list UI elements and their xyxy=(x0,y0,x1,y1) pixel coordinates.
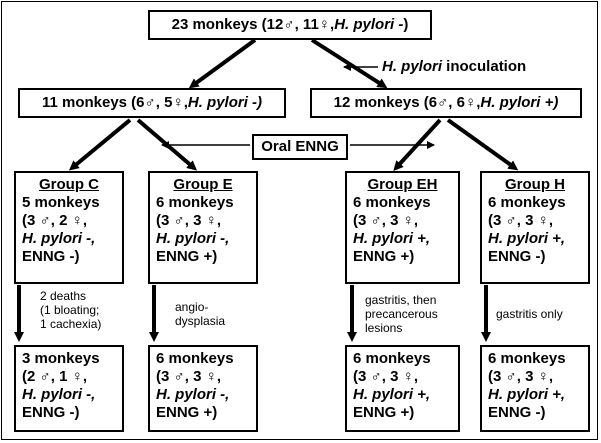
top-box: 23 monkeys (12 ♂, 11 ♀, H. pylori -) xyxy=(148,10,432,40)
top-count: 23 monkeys (12 xyxy=(171,16,284,33)
arrow-top-left xyxy=(188,38,257,89)
left-parent-box: 11 monkeys (6 ♂, 5 ♀, H. pylori -) xyxy=(18,88,286,118)
group-sex: (3 ♂, 2 ♀, xyxy=(22,212,88,229)
group-e-box: Group E 6 monkeys (3 ♂, 3 ♀, H. pylori -… xyxy=(148,171,258,284)
arrow-left-to-e xyxy=(136,118,198,171)
final-e-box: 6 monkeys (3 ♂, 3 ♀, H. pylori -, ENNG +… xyxy=(148,345,258,432)
group-title: Group E xyxy=(173,176,233,193)
group-hp: H. pylori +, xyxy=(353,230,431,247)
top-sep: , 11 xyxy=(294,16,319,33)
female-symbol: ♀ xyxy=(464,94,477,111)
outcome-line: 2 deaths xyxy=(40,289,87,303)
outcome-line: 1 cachexia) xyxy=(40,317,102,331)
final-hp: H. pylori +, xyxy=(488,386,566,403)
outcome-line: angio- xyxy=(175,300,209,314)
group-h-box: Group H 6 monkeys (3 ♂, 3 ♀, H. pylori +… xyxy=(480,171,590,284)
male-symbol: ♂ xyxy=(144,94,156,111)
inoculation-label: H. pylori inoculation xyxy=(382,58,526,75)
group-enng: ENNG -) xyxy=(22,248,80,265)
outcome-eh: gastritis, then precancerous lesions xyxy=(365,293,438,335)
left-parent-comma: , xyxy=(183,94,188,111)
final-enng: ENNG +) xyxy=(156,404,218,421)
group-hp: H. pylori -, xyxy=(22,230,96,247)
inoculation-text: inoculation xyxy=(442,58,527,75)
left-parent-count: 11 monkeys (6 xyxy=(41,94,145,111)
right-parent-count: 12 monkeys (6 xyxy=(333,94,438,111)
final-hp: H. pylori -, xyxy=(156,386,230,403)
outcome-line: lesions xyxy=(365,321,403,335)
group-title: Group EH xyxy=(367,176,438,193)
final-c-box: 3 monkeys (2 ♂, 1 ♀, H. pylori -, ENNG -… xyxy=(14,345,124,432)
group-enng: ENNG -) xyxy=(488,248,546,265)
top-comma: , xyxy=(330,16,335,33)
final-sex: (3 ♂, 3 ♀, xyxy=(156,368,222,385)
right-parent-box: 12 monkeys (6 ♂, 6 ♀, H. pylori +) xyxy=(310,88,582,118)
male-symbol: ♂ xyxy=(283,16,295,33)
group-hp: H. pylori +, xyxy=(488,230,566,247)
final-enng: ENNG -) xyxy=(488,404,546,421)
outcome-line: gastritis only xyxy=(496,307,563,321)
outcome-line: precancerous xyxy=(365,307,438,321)
outcome-line: (1 bloating; xyxy=(40,303,100,317)
final-count: 3 monkeys xyxy=(22,350,100,367)
group-hp: H. pylori -, xyxy=(156,230,230,247)
left-parent-hp: H. pylori -) xyxy=(187,94,263,111)
group-count: 6 monkeys xyxy=(353,194,431,211)
group-count: 6 monkeys xyxy=(488,194,566,211)
arrow-left-to-c xyxy=(68,118,132,171)
right-parent-comma: , xyxy=(476,94,481,111)
female-symbol: ♀ xyxy=(318,16,331,33)
group-title: Group C xyxy=(39,176,99,193)
right-parent-hp: H. pylori +) xyxy=(480,94,559,111)
final-sex: (3 ♂, 3 ♀, xyxy=(353,368,419,385)
left-parent-sep: , 5 xyxy=(155,94,173,111)
oral-enng-label: Oral ENNG xyxy=(261,138,339,155)
group-sex: (3 ♂, 3 ♀, xyxy=(488,212,554,229)
group-title: Group H xyxy=(505,176,565,193)
outcome-h: gastritis only xyxy=(496,307,563,321)
final-count: 6 monkeys xyxy=(353,350,431,367)
top-close: ) xyxy=(403,16,409,33)
final-sex: (2 ♂, 1 ♀, xyxy=(22,368,88,385)
top-hp: H. pylori - xyxy=(334,16,404,33)
group-sex: (3 ♂, 3 ♀, xyxy=(156,212,222,229)
group-count: 6 monkeys xyxy=(156,194,234,211)
final-count: 6 monkeys xyxy=(156,350,234,367)
group-sex: (3 ♂, 3 ♀, xyxy=(353,212,419,229)
oral-enng-box: Oral ENNG xyxy=(252,134,348,160)
female-symbol: ♀ xyxy=(172,94,184,111)
arrow-right-to-h xyxy=(446,118,519,171)
final-hp: H. pylori +, xyxy=(353,386,431,403)
group-c-box: Group C 5 monkeys (3 ♂, 2 ♀, H. pylori -… xyxy=(14,171,124,284)
outcome-c: 2 deaths (1 bloating; 1 cachexia) xyxy=(40,289,101,331)
arrow-top-right xyxy=(310,38,388,89)
final-sex: (3 ♂, 3 ♀, xyxy=(488,368,554,385)
final-enng: ENNG +) xyxy=(353,404,415,421)
outcome-line: gastritis, then xyxy=(365,293,437,307)
group-enng: ENNG +) xyxy=(156,248,218,265)
arrow-right-to-eh xyxy=(393,118,442,171)
final-eh-box: 6 monkeys (3 ♂, 3 ♀, H. pylori +, ENNG +… xyxy=(345,345,460,432)
final-h-box: 6 monkeys (3 ♂, 3 ♀, H. pylori +, ENNG -… xyxy=(480,345,590,432)
group-eh-box: Group EH 6 monkeys (3 ♂, 3 ♀, H. pylori … xyxy=(345,171,460,284)
outcome-line: dysplasia xyxy=(175,314,226,328)
final-enng: ENNG -) xyxy=(22,404,80,421)
final-count: 6 monkeys xyxy=(488,350,566,367)
inoculation-hp: H. pylori xyxy=(382,58,443,75)
outcome-e: angio- dysplasia xyxy=(175,300,225,328)
final-hp: H. pylori -, xyxy=(22,386,96,403)
right-parent-sep: , 6 xyxy=(448,94,465,111)
group-enng: ENNG +) xyxy=(353,248,415,265)
group-count: 5 monkeys xyxy=(22,194,100,211)
male-symbol: ♂ xyxy=(437,94,449,111)
